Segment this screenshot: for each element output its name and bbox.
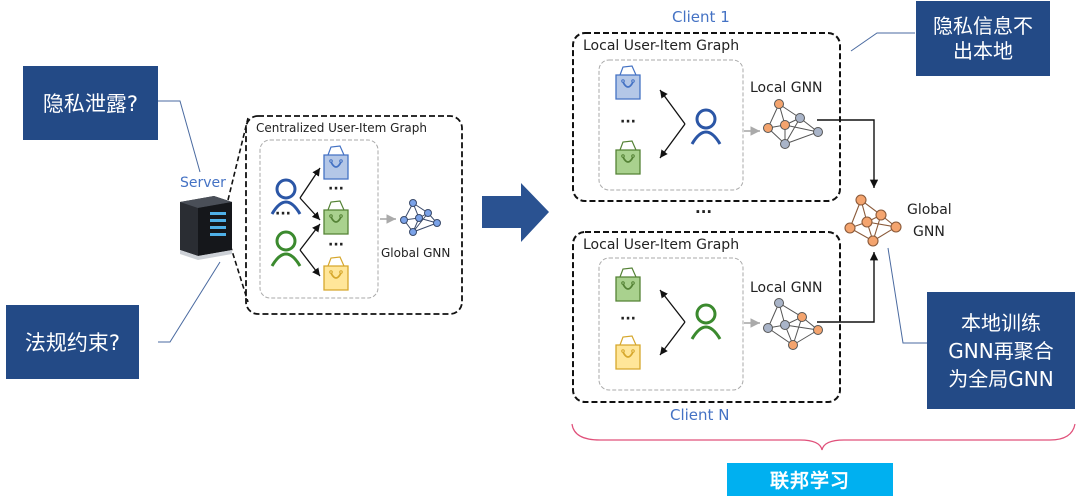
aggregate-arrow-client1 <box>817 119 879 188</box>
federated-learning-label: 联邦学习 <box>727 463 893 496</box>
connector-privacy-leak <box>158 100 201 173</box>
callout-regulation: 法规约束? <box>6 305 139 379</box>
gnn-icon-local-client1 <box>763 99 823 149</box>
clientN-item-ellipsis: ··· <box>620 311 636 327</box>
callout-privacy-leak: 隐私泄露? <box>23 66 158 140</box>
client1-item-ellipsis: ··· <box>620 114 636 130</box>
user-icon-green <box>690 303 722 341</box>
centralized-inner-box <box>259 139 379 299</box>
bag-icon-yellow <box>615 335 641 370</box>
gnn-icon-global-federated <box>844 194 902 247</box>
zoom-line-top <box>227 117 249 201</box>
client1-graph-title: Local User-Item Graph <box>583 38 740 54</box>
bag-icon-green <box>323 200 349 235</box>
bag-icon-green <box>615 267 641 302</box>
centralized-graph-title: Centralized User-Item Graph <box>256 121 427 135</box>
centralized-graph-box <box>245 115 463 315</box>
user-icon-green <box>270 230 302 268</box>
aggregate-arrow-clientN <box>817 251 879 323</box>
gnn-icon-global-centralized <box>400 199 441 236</box>
centralized-item-ellipsis-1: ··· <box>328 181 344 197</box>
gnn-icon-local-clientN <box>763 298 823 350</box>
connector-regulation <box>158 261 221 343</box>
transition-arrow <box>482 183 549 242</box>
connector-train-local <box>887 247 928 344</box>
clientN-graph-title: Local User-Item Graph <box>583 237 740 253</box>
client1-name: Client 1 <box>672 8 730 26</box>
centralized-user-ellipsis: ··· <box>275 206 291 222</box>
callout-train-local: 本地训练 GNN再聚合 为全局GNN <box>927 292 1075 409</box>
client1-graph-box <box>572 32 841 202</box>
centralized-gnn-label: Global GNN <box>381 246 451 260</box>
bag-icon-blue <box>615 65 641 100</box>
clientN-gnn-label: Local GNN <box>750 280 823 296</box>
global-gnn-label-line1: Global <box>907 202 952 218</box>
callout-privacy-local: 隐私信息不 出本地 <box>916 1 1050 76</box>
clientN-graph-box <box>572 231 841 403</box>
bag-icon-yellow <box>323 256 349 291</box>
bag-icon-blue <box>323 145 349 180</box>
user-icon-blue <box>690 108 722 146</box>
client1-gnn-label: Local GNN <box>750 80 823 96</box>
server-label: Server <box>180 175 226 191</box>
connector-privacy-local <box>850 32 915 52</box>
centralized-item-ellipsis-2: ··· <box>328 237 344 253</box>
clients-ellipsis: ··· <box>695 203 713 221</box>
bag-icon-green <box>615 140 641 175</box>
clientN-name: Client N <box>670 406 730 424</box>
server-icon <box>180 196 232 260</box>
federated-brace <box>571 423 1076 451</box>
global-gnn-label-line2: GNN <box>913 224 945 240</box>
